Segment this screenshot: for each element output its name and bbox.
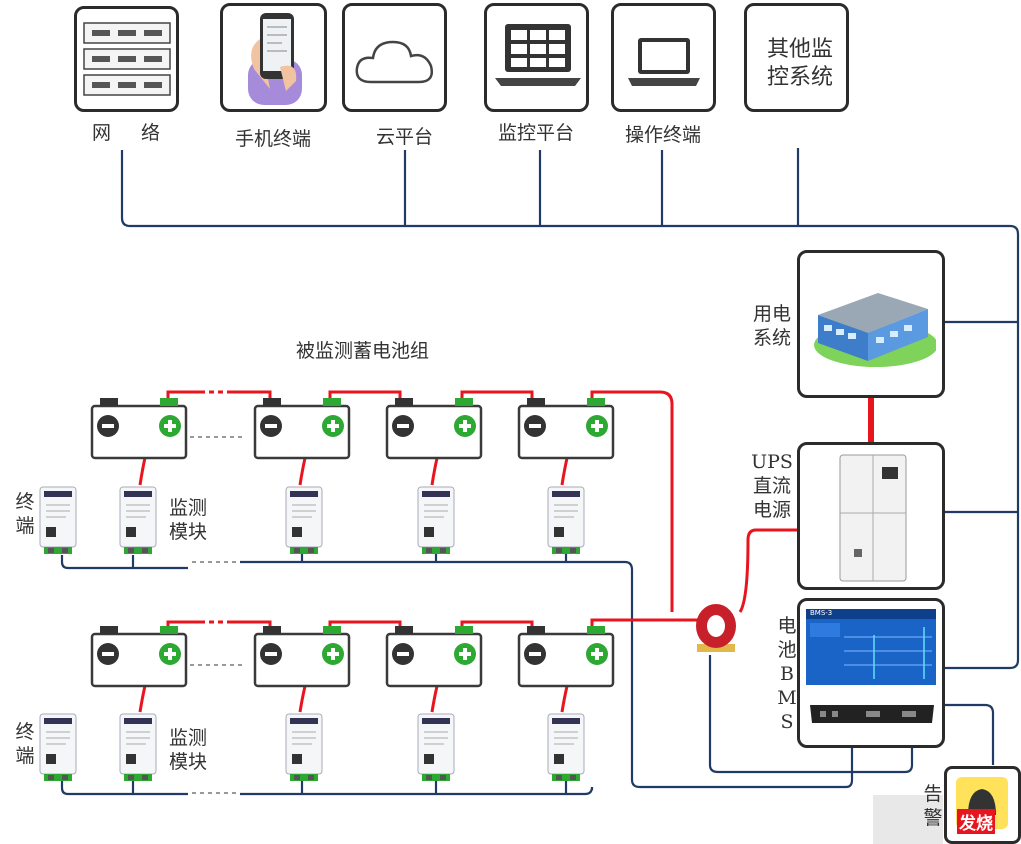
monitor-device-box — [484, 3, 589, 112]
monitor-module — [39, 486, 77, 554]
monitor-module — [119, 486, 157, 554]
network-device-box — [74, 6, 179, 112]
bms-to-alarm — [945, 703, 995, 765]
alarm-badge: 发烧 — [957, 809, 995, 834]
sensor-to-bms — [708, 655, 914, 774]
alarm-box: 发烧 — [944, 766, 1021, 844]
bms-screen-title: BMS-3 — [810, 609, 833, 617]
operator-label: 操作终端 — [625, 124, 702, 146]
laptop-dashboard-icon — [495, 24, 581, 86]
row1-terminal-label: 终端 — [15, 491, 35, 537]
battery — [385, 626, 483, 688]
cloud-label: 云平台 — [376, 126, 434, 148]
system-bus-links — [945, 320, 1018, 514]
bms-controller-icon — [810, 705, 934, 723]
monitor-module — [417, 713, 455, 781]
monitor-module — [119, 713, 157, 781]
row1-module-drops — [131, 553, 568, 568]
alarm-shadow — [873, 795, 943, 844]
monitor-module — [417, 486, 455, 554]
building-icon — [814, 293, 936, 367]
current-sensor-icon — [696, 604, 736, 652]
monitor-label: 监控平台 — [498, 122, 575, 144]
alarm-label: 告警 — [923, 783, 943, 829]
bms-box: BMS-3 — [797, 598, 945, 748]
power-system-label: 用电系统 — [752, 303, 791, 349]
battery — [517, 626, 615, 688]
network-drop-lines — [403, 148, 800, 226]
mobile-label: 手机终端 — [235, 128, 312, 150]
other-monitoring-label: 其他监控系统 — [766, 37, 833, 90]
bms-label: 电池BMS — [777, 615, 797, 733]
monitor-module — [547, 713, 585, 781]
cloud-icon — [355, 40, 433, 84]
mobile-device-box — [220, 3, 327, 112]
battery — [253, 398, 351, 460]
battery — [385, 398, 483, 460]
operator-device-box — [611, 3, 716, 112]
monitor-module — [547, 486, 585, 554]
battery — [517, 398, 615, 460]
cloud-device-box — [342, 3, 447, 112]
monitor-module — [285, 713, 323, 781]
other-monitoring-box: 其他监控系统 — [744, 3, 849, 112]
row2-terminal-label: 终端 — [15, 721, 35, 767]
battery-group-title: 被监测蓄电池组 — [296, 340, 430, 362]
network-label: 网 络 — [92, 122, 173, 144]
ups-label: UPS直流电源 — [751, 451, 793, 521]
bms-screen-icon — [806, 609, 936, 685]
smartphone-icon — [248, 13, 302, 105]
battery — [90, 626, 188, 688]
row1-module-bus — [60, 555, 854, 789]
row2-module-label: 监测模块 — [168, 727, 207, 773]
battery — [90, 398, 188, 460]
server-rack-icon — [83, 22, 171, 96]
row1-module-label: 监测模块 — [168, 497, 207, 543]
network-bus-line — [120, 150, 1020, 670]
monitor-module — [39, 713, 77, 781]
battery — [253, 626, 351, 688]
laptop-icon — [628, 38, 700, 86]
power-system-box — [797, 250, 945, 398]
cabinet-icon — [839, 454, 907, 582]
ups-box — [797, 442, 945, 590]
monitor-module — [285, 486, 323, 554]
